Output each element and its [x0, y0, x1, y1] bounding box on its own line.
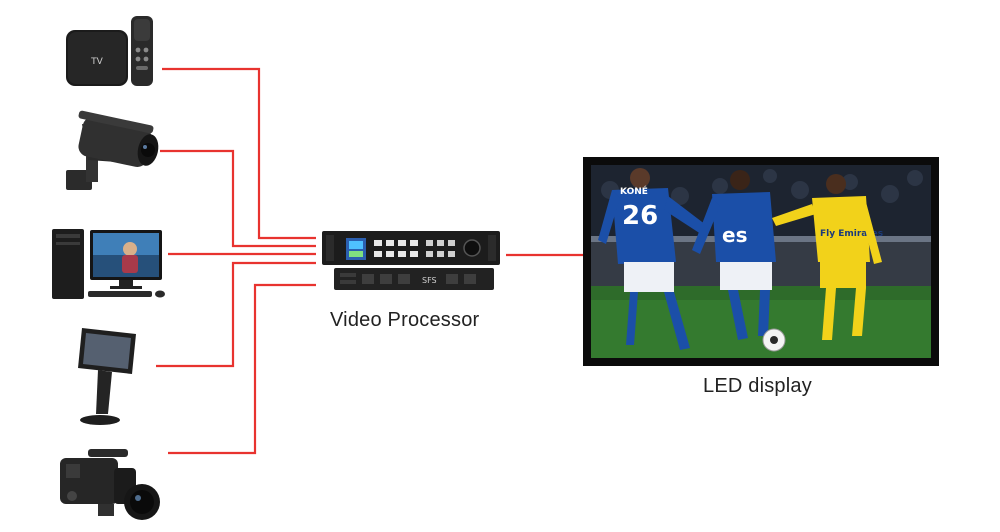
display-screen: 26 KONÉ es — [591, 165, 931, 358]
led-display-label: LED display — [703, 375, 812, 397]
processor-brand: SFS — [422, 276, 437, 285]
cable-tv-box — [162, 67, 316, 240]
sponsor-right: Fly Emirates — [820, 229, 883, 239]
input-cables — [156, 67, 316, 455]
kiosk-touchscreen-icon — [78, 328, 136, 425]
cable-security-camera — [160, 149, 316, 248]
video-camera-icon — [60, 449, 160, 520]
sponsor-left: es — [722, 223, 747, 247]
tv-box-icon: TV — [66, 16, 153, 86]
jersey-number: 26 — [622, 201, 658, 231]
player-blue-center: es — [692, 170, 776, 340]
desktop-computer-icon — [52, 229, 165, 299]
cable-kiosk — [156, 261, 316, 368]
jersey-name: KONÉ — [620, 185, 648, 197]
tv-box-logo: TV — [90, 57, 103, 67]
video-processor-device: SFS — [322, 231, 500, 290]
security-camera-icon — [66, 110, 159, 190]
player-blue-left: 26 KONÉ — [598, 168, 710, 350]
cable-video-camera — [168, 283, 316, 455]
player-yellow: Fly Emirates — [772, 174, 883, 340]
video-processor-label: Video Processor — [330, 309, 480, 331]
led-display: 26 KONÉ es — [583, 157, 939, 366]
